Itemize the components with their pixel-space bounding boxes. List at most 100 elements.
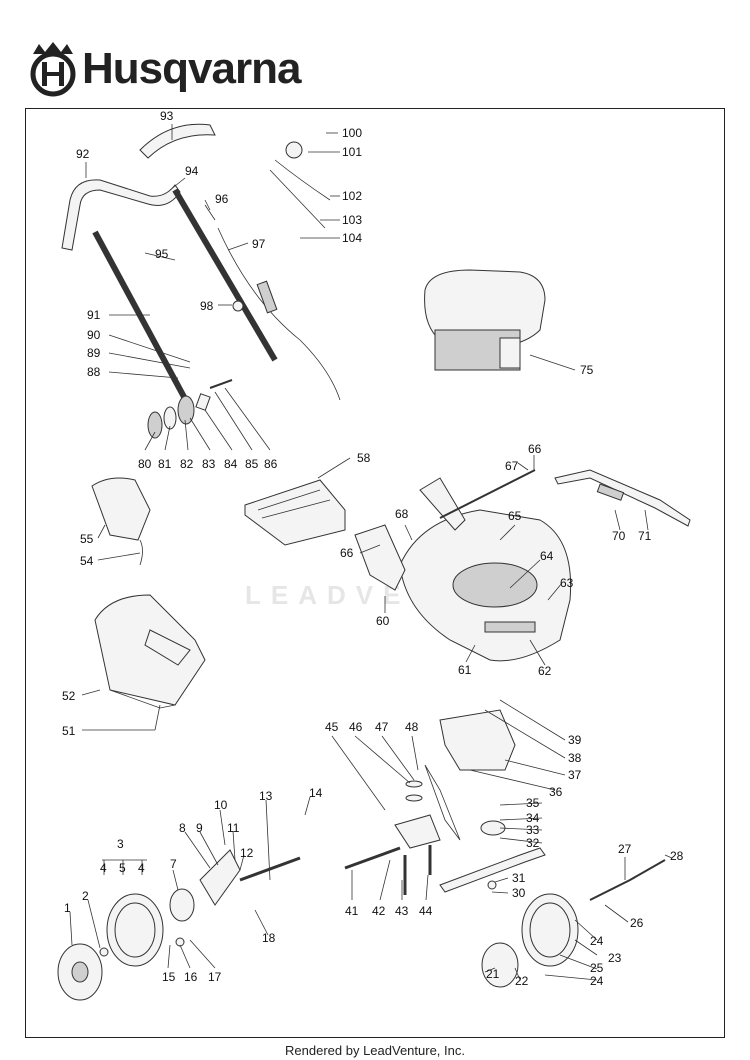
callout-93: 93 — [160, 109, 174, 123]
callout-52: 52 — [62, 689, 76, 703]
footer-credit: Rendered by LeadVenture, Inc. — [285, 1043, 465, 1058]
callout-2: 2 — [82, 889, 89, 903]
callout-4-left: 4 — [100, 861, 107, 875]
callout-54: 54 — [80, 554, 94, 568]
callout-102: 102 — [342, 189, 362, 203]
callout-4-right: 4 — [138, 861, 145, 875]
callout-100: 100 — [342, 126, 362, 140]
handle-assembly — [61, 123, 341, 439]
callout-12: 12 — [240, 846, 254, 860]
callout-33: 33 — [526, 823, 540, 837]
callout-104: 104 — [342, 231, 362, 245]
callout-41: 41 — [345, 904, 359, 918]
callout-48: 48 — [405, 720, 419, 734]
callout-101: 101 — [342, 145, 362, 159]
callout-13: 13 — [259, 789, 273, 803]
callout-60: 60 — [376, 614, 390, 628]
callout-83: 83 — [202, 457, 216, 471]
husqvarna-crown-h-logo-icon — [30, 42, 76, 97]
callout-63: 63 — [560, 576, 574, 590]
callout-35: 35 — [526, 796, 540, 810]
callout-90: 90 — [87, 328, 101, 342]
callout-15: 15 — [162, 970, 176, 984]
wheels — [57, 849, 666, 1001]
callout-85: 85 — [245, 457, 259, 471]
callout-25: 25 — [590, 961, 604, 975]
callout-62: 62 — [538, 664, 552, 678]
engine — [424, 269, 546, 371]
callout-103: 103 — [342, 213, 362, 227]
callout-92: 92 — [76, 147, 90, 161]
callout-16: 16 — [184, 970, 198, 984]
callout-44: 44 — [419, 904, 433, 918]
mulch-cover — [244, 479, 346, 546]
callout-58: 58 — [357, 451, 371, 465]
callout-30: 30 — [512, 886, 526, 900]
callout-91: 91 — [87, 308, 101, 322]
callout-66-top: 66 — [528, 442, 542, 456]
callout-45: 45 — [325, 720, 339, 734]
callout-71: 71 — [638, 529, 652, 543]
callout-64: 64 — [540, 549, 554, 563]
callout-28: 28 — [670, 849, 684, 863]
callout-34: 34 — [526, 811, 540, 825]
callout-86: 86 — [264, 457, 278, 471]
callout-81: 81 — [158, 457, 172, 471]
callout-68: 68 — [395, 507, 409, 521]
callout-65: 65 — [508, 509, 522, 523]
callout-8: 8 — [179, 821, 186, 835]
callout-26: 26 — [630, 916, 644, 930]
callout-75: 75 — [580, 363, 594, 377]
callout-82: 82 — [180, 457, 194, 471]
callout-7: 7 — [170, 857, 177, 871]
callout-31: 31 — [512, 871, 526, 885]
leader-lines — [69, 124, 673, 981]
callout-24-upper: 24 — [590, 934, 604, 948]
grass-catcher — [91, 477, 206, 709]
drive-assembly — [344, 709, 546, 895]
callout-95: 95 — [155, 247, 169, 261]
callout-38: 38 — [568, 751, 582, 765]
callout-37: 37 — [568, 768, 582, 782]
callout-94: 94 — [185, 164, 199, 178]
callout-66-left: 66 — [340, 546, 354, 560]
callout-47: 47 — [375, 720, 389, 734]
callout-96: 96 — [215, 192, 229, 206]
mower-deck — [354, 469, 691, 662]
callout-9: 9 — [196, 821, 203, 835]
callout-39: 39 — [568, 733, 582, 747]
callout-14: 14 — [309, 786, 323, 800]
callout-24-lower: 24 — [590, 974, 604, 988]
callout-51: 51 — [62, 724, 76, 738]
callout-17: 17 — [208, 970, 222, 984]
callout-97: 97 — [252, 237, 266, 251]
brand-logo — [25, 40, 325, 100]
callout-36: 36 — [549, 785, 563, 799]
callout-46: 46 — [349, 720, 363, 734]
callout-61: 61 — [458, 663, 472, 677]
callout-67: 67 — [505, 459, 519, 473]
brand-name: Husqvarna — [82, 44, 301, 93]
callout-22: 22 — [515, 974, 529, 988]
callout-3: 3 — [117, 837, 124, 851]
callout-43: 43 — [395, 904, 409, 918]
callout-labels: 93 92 94 96 97 95 98 100 101 102 103 104… — [62, 109, 684, 988]
callout-42: 42 — [372, 904, 386, 918]
callout-21: 21 — [486, 967, 500, 981]
diagram-frame — [25, 108, 725, 1038]
callout-89: 89 — [87, 346, 101, 360]
callout-32: 32 — [526, 836, 540, 850]
callout-98: 98 — [200, 299, 214, 313]
callout-80: 80 — [138, 457, 152, 471]
callout-70: 70 — [612, 529, 626, 543]
callout-55: 55 — [80, 532, 94, 546]
callout-10: 10 — [214, 798, 228, 812]
callout-18: 18 — [262, 931, 276, 945]
callout-1: 1 — [64, 901, 71, 915]
callout-11: 11 — [227, 821, 240, 835]
callout-23: 23 — [608, 951, 622, 965]
callout-84: 84 — [224, 457, 238, 471]
callout-27: 27 — [618, 842, 632, 856]
callout-5: 5 — [119, 861, 126, 875]
